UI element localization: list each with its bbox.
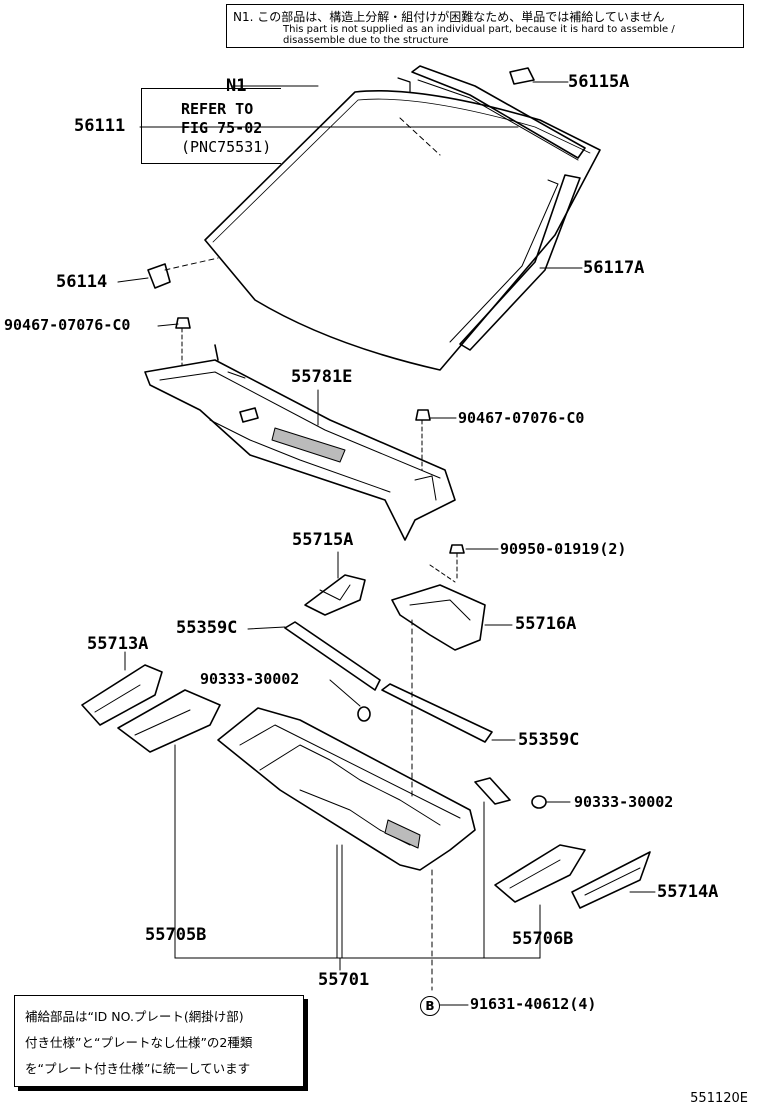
note-bottom-line1: 補給部品は“ID NO.プレート(網掛け部)	[25, 1009, 244, 1024]
cowl-panel	[217, 707, 511, 871]
label-55701: 55701	[318, 970, 370, 990]
label-55716a: 55716A	[515, 614, 577, 634]
note-supply-parts: 補給部品は“ID NO.プレート(網掛け部) 付き仕様”と“プレートなし仕様”の…	[14, 995, 304, 1087]
label-55713a: 55713A	[87, 634, 149, 654]
reference-bracket	[141, 88, 281, 164]
label-56115a: 56115A	[568, 72, 630, 92]
screw-right	[415, 409, 431, 471]
clip-56114	[147, 257, 219, 289]
ref-line1: REFER TO	[181, 100, 254, 118]
windshield-molding-side	[449, 174, 581, 351]
figure-code: 551120E	[690, 1091, 748, 1106]
windshield-molding-top	[397, 65, 586, 161]
label-55359c-top: 55359C	[176, 618, 238, 638]
b-marker-icon: B	[420, 996, 440, 1016]
seal-55359c-lower	[381, 683, 493, 743]
label-90467-right: 90467-07076-C0	[458, 409, 585, 427]
bracket-55716a	[391, 584, 486, 651]
note-bottom-line3: を“プレート付き仕様”に統一しています	[25, 1061, 251, 1076]
label-56117a: 56117A	[583, 258, 645, 278]
ref-n1: N1	[226, 76, 247, 96]
note-jp-text: N1. この部品は、構造上分解・組付けが困難なため、単品では補給していません	[233, 10, 665, 24]
bracket-55713a	[81, 664, 163, 726]
label-55715a: 55715A	[292, 530, 354, 550]
bracket-55705b	[117, 689, 221, 753]
bracket-55706b	[494, 844, 586, 903]
plug-90950	[429, 544, 465, 583]
ref-line2: FIG 75-02	[181, 119, 263, 137]
label-55706b: 55706B	[512, 929, 574, 949]
cowl-louver	[144, 344, 456, 541]
note-bottom-line2: 付き仕様”と“プレートなし仕様”の2種類	[25, 1035, 253, 1050]
label-90333-right: 90333-30002	[574, 793, 674, 811]
label-90333-left: 90333-30002	[200, 670, 300, 688]
note-en-line2: disassemble due to the structure	[283, 35, 449, 46]
screw-left	[175, 317, 191, 366]
label-55705b: 55705B	[145, 925, 207, 945]
label-55714a: 55714A	[657, 882, 719, 902]
note-en-line1: This part is not supplied as an individu…	[283, 24, 675, 35]
clip-90333-left	[357, 706, 371, 722]
ref-line3: (PNC75531)	[181, 138, 272, 156]
windshield-glass	[204, 90, 601, 371]
clip-90333-right	[531, 795, 547, 809]
bracket-55714a	[571, 851, 651, 909]
label-56111: 56111	[74, 116, 126, 136]
label-56114: 56114	[56, 272, 108, 292]
label-55359c-bottom: 55359C	[518, 730, 580, 750]
seal-55359c-upper	[284, 621, 381, 691]
note-not-supplied: N1. この部品は、構造上分解・組付けが困難なため、単品では補給していません T…	[226, 4, 744, 48]
label-90950: 90950-01919(2)	[500, 540, 627, 558]
label-91631: 91631-40612(4)	[470, 995, 597, 1013]
label-55781e: 55781E	[291, 367, 353, 387]
bracket-55715a	[304, 574, 366, 616]
label-90467-left: 90467-07076-C0	[4, 316, 131, 334]
